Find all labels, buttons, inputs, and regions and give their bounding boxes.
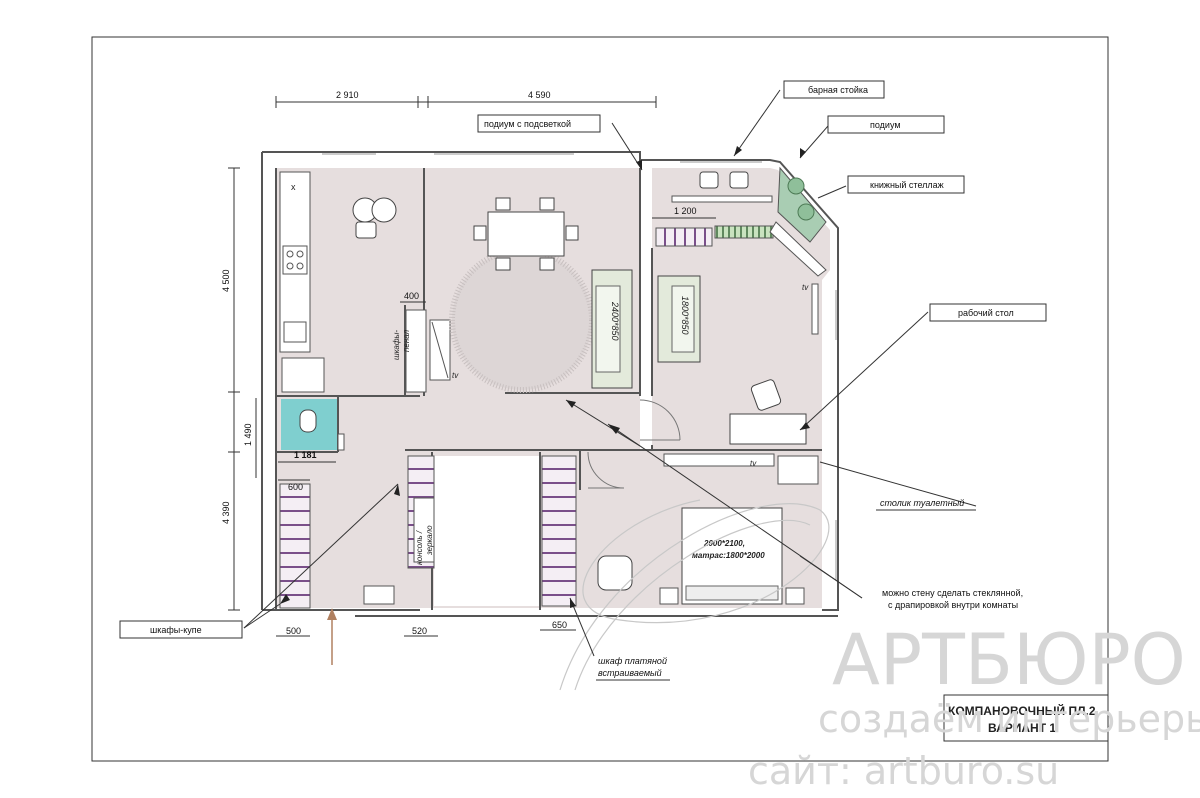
bedroom: 2000*2100, матрас:1800*2000 tv — [597, 453, 819, 605]
armchair-bedroom[interactable] — [597, 555, 633, 591]
callout-podium-light: подиум с подсветкой — [484, 119, 571, 129]
dim-500: 500 — [286, 626, 301, 636]
hall-wardrobes[interactable]: консоль / зеркало — [279, 455, 577, 609]
dim-1181: 1 181 — [294, 450, 317, 460]
desk[interactable] — [729, 413, 807, 445]
callout-wardrobes: шкафы-купе — [150, 625, 202, 635]
toilet[interactable] — [299, 409, 317, 433]
bathroom-fixtures — [299, 409, 345, 451]
sofa-office-size: 1800*850 — [680, 296, 690, 335]
callout-closet-2: встраиваемый — [598, 668, 662, 678]
closet-room-floor — [434, 456, 540, 606]
dining-chairs[interactable] — [473, 197, 579, 271]
dim-top-1: 2 910 — [336, 90, 359, 100]
stove[interactable] — [282, 245, 308, 275]
dim-left-1: 4 500 — [221, 269, 231, 292]
pencil-label-1: шкафы- — [392, 330, 401, 360]
callout-bar: барная стойка — [808, 85, 868, 95]
bedroom-tv-stand[interactable] — [663, 453, 775, 467]
console-mirror[interactable] — [413, 497, 435, 563]
dim-top-2: 4 590 — [528, 90, 551, 100]
dim-600: 600 — [288, 482, 303, 492]
living-room: 2400*850 — [449, 197, 633, 393]
entry-arrow — [327, 608, 337, 665]
watermark-slogan: создаём интерьеры — [818, 697, 1200, 741]
bed-size-1: 2000*2100, — [703, 539, 745, 548]
dim-520: 520 — [412, 626, 427, 636]
hall-bench[interactable] — [363, 585, 395, 605]
pencil-case-cabinets[interactable]: шкафы- пенал tv — [392, 309, 459, 393]
tv-office[interactable] — [811, 283, 819, 335]
title-line-2: ВАРИАНТ 1 — [988, 721, 1056, 735]
sofa-living-size: 2400*850 — [610, 301, 620, 341]
kitchen-sink[interactable] — [283, 321, 307, 343]
callout-glass-wall-2: с драпировкой внутри комнаты — [888, 600, 1018, 610]
callout-desk: рабочий стол — [958, 308, 1014, 318]
windows — [322, 153, 837, 580]
lounge-chairs[interactable] — [352, 197, 397, 239]
callout-arrowheads — [280, 146, 810, 608]
sheet-frame — [91, 36, 1109, 762]
callout-podium: подиум — [870, 120, 901, 130]
stove-x-label: x — [291, 182, 296, 192]
callout-closet-1: шкаф платяной — [598, 656, 667, 666]
pencil-label-2: пенал — [402, 329, 411, 352]
office: 1800*850 tv — [655, 166, 827, 445]
watermark-site: сайт: artburo.su — [748, 749, 1059, 793]
dim-left-2: 1 490 — [243, 423, 253, 446]
console-label-2: зеркало — [425, 525, 434, 556]
kitchen: x — [279, 171, 397, 393]
round-rug — [449, 247, 595, 393]
nightstand-left[interactable] — [659, 587, 679, 605]
callout-dressing-table: столик туалетный — [880, 498, 964, 508]
logo-swoosh — [559, 499, 830, 691]
bar-stools[interactable] — [699, 171, 749, 189]
tv-label-bedroom: tv — [750, 459, 757, 468]
tv-label-living: tv — [452, 371, 459, 380]
dining-table[interactable] — [487, 211, 565, 257]
tv-label-office: tv — [802, 283, 809, 292]
callout-boxes — [119, 80, 1109, 742]
dim-left-3: 4 390 — [221, 501, 231, 524]
dimension-lines — [228, 96, 716, 637]
bookshelf[interactable] — [714, 225, 774, 239]
console-label-1: консоль / — [415, 530, 424, 565]
outer-wall-top — [262, 151, 839, 611]
office-chair[interactable] — [750, 379, 782, 412]
dim-650: 650 — [552, 620, 567, 630]
glazed-bay-wall — [769, 221, 827, 277]
dressing-table[interactable] — [777, 455, 819, 485]
callout-bookshelf: книжный стеллаж — [870, 180, 944, 190]
watermark-brand: АРТБЮРО — [832, 619, 1186, 701]
title-line-1: КОМПАНОВОЧНЫЙ ПЛ.2 — [948, 703, 1096, 718]
bed-size-2: матрас:1800*2000 — [692, 551, 765, 560]
bar-counter[interactable] — [671, 195, 773, 203]
dim-400: 400 — [404, 291, 419, 301]
doors[interactable] — [587, 399, 681, 489]
nightstand-right[interactable] — [785, 587, 805, 605]
callout-glass-wall-1: можно стену сделать стеклянной, — [882, 588, 1023, 598]
office-wardrobe[interactable] — [655, 227, 713, 247]
bath-door — [337, 433, 345, 451]
fridge[interactable] — [281, 357, 325, 393]
callout-leaders — [243, 89, 977, 657]
dim-1200: 1 200 — [674, 206, 697, 216]
